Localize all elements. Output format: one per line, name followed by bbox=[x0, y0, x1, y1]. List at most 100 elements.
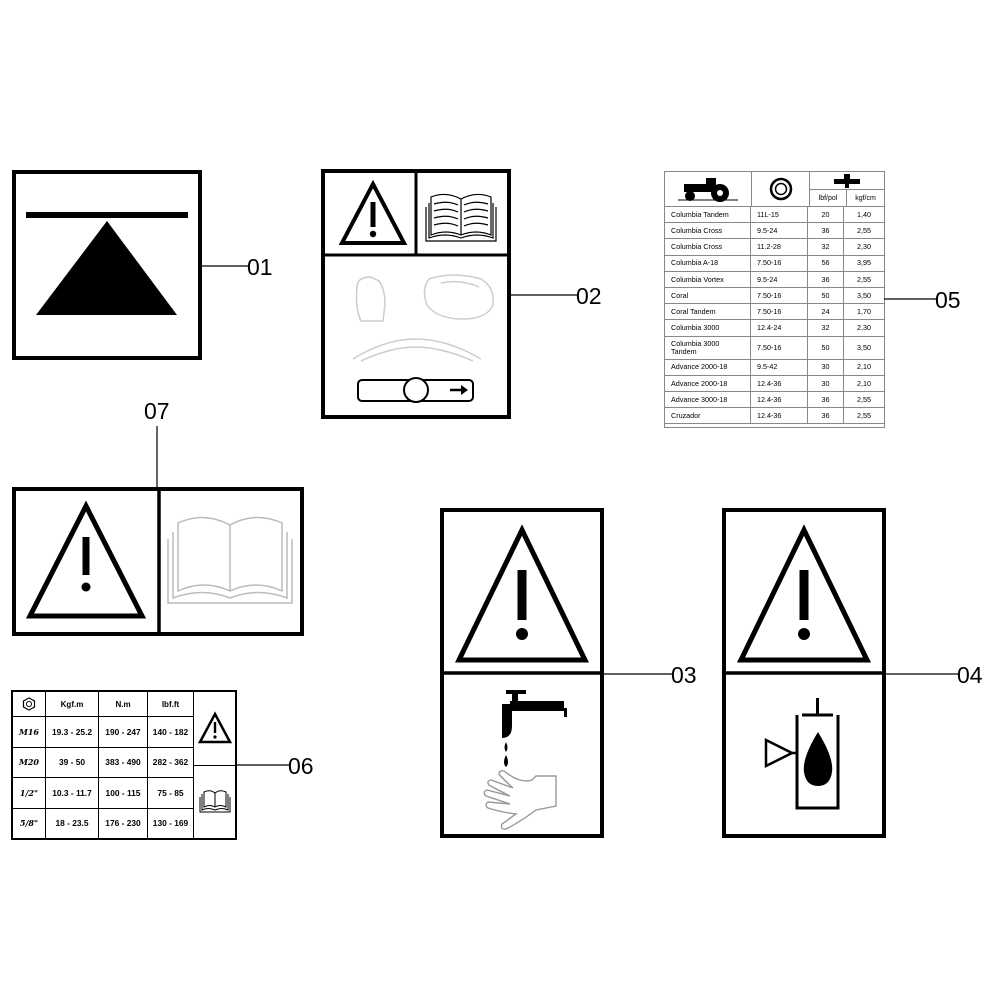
torque-nm-cell: 190 - 247 bbox=[99, 717, 148, 747]
tire-model-cell: Advance 2000-18 bbox=[665, 359, 751, 375]
decal-03-warning-wash-hands bbox=[440, 508, 604, 838]
tire-model-cell: Coral bbox=[665, 287, 751, 304]
pressure-kgf-cell: 2,10 bbox=[857, 362, 871, 372]
unit-header-lbf: lbf/pol bbox=[810, 190, 847, 206]
tire-size-cell: 7.50-16 bbox=[751, 287, 808, 304]
torque-header-kgfm: Kgf.m bbox=[46, 692, 99, 716]
tire-model-cell: Cruzador bbox=[665, 408, 751, 424]
warning-triangle-icon bbox=[25, 500, 147, 619]
tractor-icon bbox=[665, 172, 752, 206]
torque-nm-cell: 383 - 490 bbox=[99, 747, 148, 777]
speed-slider-icon bbox=[357, 377, 474, 403]
torque-header-nm: N.m bbox=[99, 692, 148, 716]
pressure-lbf-cell: 36 bbox=[808, 223, 844, 239]
decal-01-balance-sign bbox=[12, 170, 202, 360]
tire-size-cell: 12.4-36 bbox=[751, 375, 808, 391]
open-manual-icon bbox=[167, 516, 293, 604]
pressure-lbf-cell: 30 bbox=[808, 375, 844, 391]
pressure-lbf-cell: 32 bbox=[808, 320, 844, 336]
tire-model-cell: Columbia Cross bbox=[665, 239, 751, 255]
pressure-lbf-cell: 36 bbox=[808, 408, 844, 424]
leader-line-06 bbox=[237, 764, 289, 766]
pressure-lbf-cell: 30 bbox=[808, 359, 844, 375]
open-manual-icon bbox=[194, 766, 235, 839]
tire-model-cell: Columbia A-18 bbox=[665, 255, 751, 271]
callout-label-01: 01 bbox=[247, 254, 273, 280]
pressure-lbf-cell: 50 bbox=[808, 336, 844, 359]
tire-model-cell: Columbia 3000 Tandem bbox=[665, 336, 751, 359]
pressure-lbf-cell: 56 bbox=[808, 255, 844, 271]
pressure-kgf-cell: 3,50 bbox=[857, 290, 871, 300]
pressure-kgf-cell: 2,55 bbox=[857, 394, 871, 404]
faucet-icon bbox=[502, 690, 567, 738]
leader-line-07 bbox=[156, 426, 158, 490]
pressure-kgf-cell: 2,10 bbox=[857, 378, 871, 388]
torque-table-header-row: Kgf.m N.m lbf.ft bbox=[13, 692, 193, 717]
fulcrum-triangle-icon bbox=[36, 221, 177, 315]
pressure-kgf-cell: 2,30 bbox=[857, 242, 871, 252]
tire-model-cell: Columbia Tandem bbox=[665, 207, 751, 223]
warning-triangle-icon bbox=[455, 524, 589, 663]
pressure-lbf-cell: 32 bbox=[808, 239, 844, 255]
torque-header-lbfft: lbf.ft bbox=[161, 699, 180, 709]
leader-line-02 bbox=[511, 294, 577, 296]
torque-lbfft-cell: 130 - 169 bbox=[152, 818, 189, 829]
tire-model-cell: Columbia 3000 bbox=[665, 320, 751, 336]
pressure-kgf-cell: 2,30 bbox=[857, 323, 871, 333]
pressure-lbf-cell: 36 bbox=[808, 271, 844, 287]
pressure-lbf-cell: 36 bbox=[808, 391, 844, 408]
decal-02-warning-manual-speed bbox=[321, 169, 511, 419]
pressure-kgf-cell: 2,55 bbox=[857, 226, 871, 235]
warning-triangle-icon bbox=[737, 524, 871, 663]
tire-icon bbox=[752, 172, 810, 206]
torque-lbfft-cell: 140 - 182 bbox=[152, 726, 189, 737]
tire-model-cell: Columbia Vortex bbox=[665, 271, 751, 287]
pressure-kgf-cell: 1,70 bbox=[857, 306, 871, 316]
tire-table-header-row: lbf/pol kgf/cm bbox=[665, 172, 884, 207]
faded-equipment-outline-icon bbox=[352, 274, 494, 362]
torque-kgfm-cell: 18 - 23.5 bbox=[46, 808, 99, 838]
callout-label-03: 03 bbox=[671, 662, 697, 688]
pressure-lbf-cell: 20 bbox=[808, 207, 844, 223]
pressure-gauge-icon bbox=[810, 172, 884, 190]
torque-lbfft-cell: 282 - 362 bbox=[152, 757, 189, 768]
torque-nm-cell: 176 - 230 bbox=[99, 808, 148, 838]
bolt-size-cell: 5/8" bbox=[13, 808, 46, 838]
bolt-size-cell: M16 bbox=[13, 717, 46, 747]
torque-kgfm-cell: 39 - 50 bbox=[46, 747, 99, 777]
hydraulic-cylinder-oil-icon bbox=[764, 698, 840, 810]
warning-triangle-icon bbox=[194, 692, 235, 766]
tire-size-cell: 7.50-16 bbox=[751, 336, 808, 359]
pressure-kgf-cell: 3,50 bbox=[857, 342, 871, 352]
tire-size-cell: 12.4-36 bbox=[751, 408, 808, 424]
leader-line-04 bbox=[886, 673, 958, 675]
hand-icon bbox=[483, 770, 557, 830]
hex-nut-icon bbox=[13, 692, 46, 716]
leader-line-01 bbox=[202, 265, 248, 267]
bolt-size-cell: 1/2" bbox=[13, 778, 46, 808]
callout-label-02: 02 bbox=[576, 283, 602, 309]
pressure-kgf-cell: 3,95 bbox=[857, 258, 871, 268]
tire-model-cell: Coral Tandem bbox=[665, 304, 751, 320]
pressure-lbf-cell: 50 bbox=[808, 287, 844, 304]
callout-label-05: 05 bbox=[935, 287, 961, 313]
callout-label-07: 07 bbox=[144, 398, 170, 424]
pressure-kgf-cell: 2,55 bbox=[857, 274, 871, 284]
